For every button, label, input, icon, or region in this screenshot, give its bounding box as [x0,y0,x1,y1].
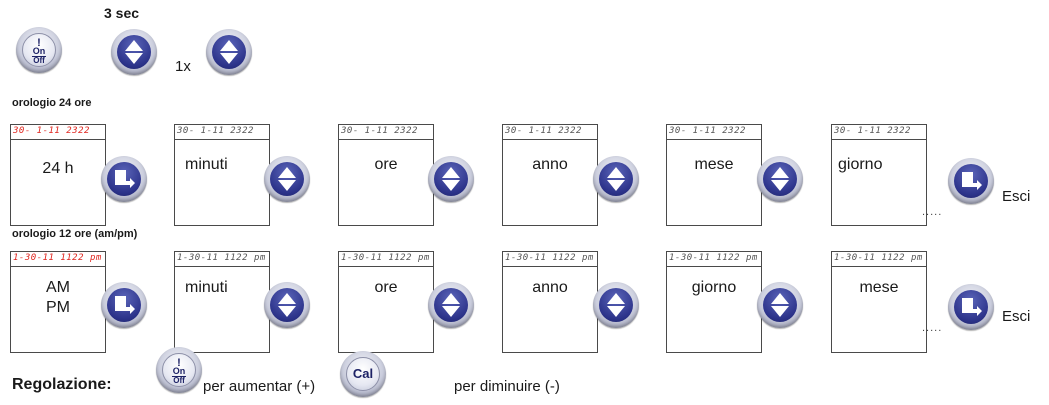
lcd-screen-year: 30- 1-11 2322 anno [502,124,598,226]
screen-label: 24 h [42,160,74,177]
continuation-dots: ..... [922,206,943,218]
enter-button-icon[interactable] [948,158,994,204]
up-down-button-icon[interactable] [428,156,474,202]
lcd-screen-day: 30- 1-11 2322 giorno [831,124,927,226]
repeat-count-label: 1x [175,58,191,75]
lcd-screen-month: 30- 1-11 2322 mese [666,124,762,226]
enter-button-icon[interactable] [948,284,994,330]
lcd-screen-24h: 30- 1-11 2322 24 h [10,124,106,226]
lcd-screen-minutes-12h: 1-30-11 1122 pm minuti [174,251,270,353]
on-off-button-icon[interactable]: ! On Off [156,347,202,393]
up-down-button-icon[interactable] [757,282,803,328]
screen-label: ore [374,156,398,173]
cal-button-icon[interactable]: Cal [340,351,386,397]
screen-label: minuti [185,279,228,296]
enter-button-icon[interactable] [101,282,147,328]
up-down-button-icon[interactable] [264,156,310,202]
screen-label: mese [859,279,899,296]
exit-label: Esci [1002,308,1031,325]
lcd-screen-hours-12h: 1-30-11 1122 pm ore [338,251,434,353]
up-down-button-icon[interactable] [593,282,639,328]
lcd-screen-day-12h: 1-30-11 1122 pm giorno [666,251,762,353]
section-title-12h: orologio 12 ore (am/pm) [12,228,138,240]
up-down-button-icon[interactable] [206,29,252,75]
lcd-screen-year-12h: 1-30-11 1122 pm anno [502,251,598,353]
screen-label: ore [374,279,398,296]
adjustment-label: Regolazione: [12,376,112,393]
lcd-screen-minutes: 30- 1-11 2322 minuti [174,124,270,226]
screen-label: mese [694,156,734,173]
screen-label-pm: PM [46,299,70,316]
enter-button-icon[interactable] [101,156,147,202]
screen-label: minuti [185,156,228,173]
lcd-screen-hours: 30- 1-11 2322 ore [338,124,434,226]
increase-label: per aumentar (+) [203,378,316,395]
up-down-button-icon[interactable] [264,282,310,328]
up-down-button-icon[interactable] [111,29,157,75]
screen-label-am: AM [46,279,70,296]
screen-label: giorno [691,279,737,296]
up-down-button-icon[interactable] [757,156,803,202]
continuation-dots: ..... [922,322,943,334]
exit-label: Esci [1002,188,1031,205]
up-down-button-icon[interactable] [428,282,474,328]
section-title-24h: orologio 24 ore [12,97,92,109]
hold-duration-label: 3 sec [104,5,140,21]
lcd-screen-month-12h: 1-30-11 1122 pm mese [831,251,927,353]
decrease-label: per diminuire (-) [454,378,560,395]
screen-label: giorno [838,156,883,173]
screen-label: anno [532,279,568,296]
up-down-button-icon[interactable] [593,156,639,202]
lcd-screen-ampm: 1-30-11 1122 pm AM PM [10,251,106,353]
on-off-button-icon[interactable]: ! On Off [16,27,62,73]
screen-label: anno [532,156,568,173]
